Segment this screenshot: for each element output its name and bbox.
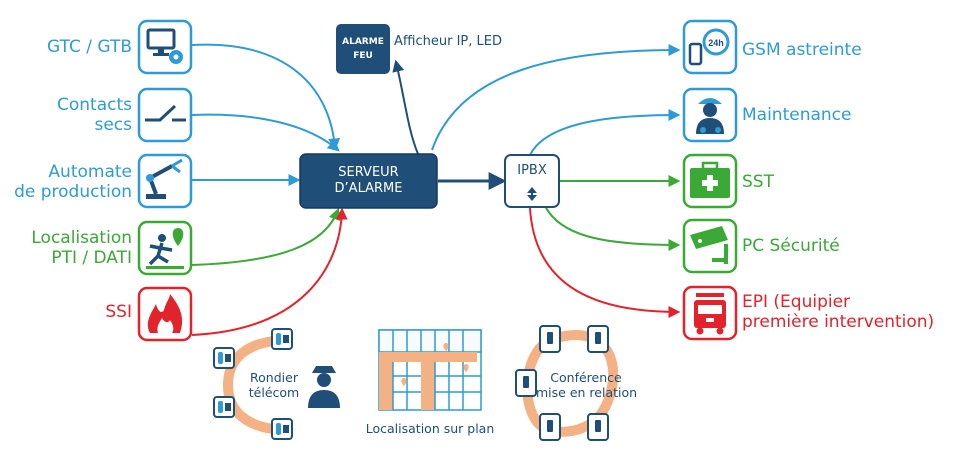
display-screen-line: FEU: [353, 51, 373, 61]
conference-label: Conférence mise en relation: [536, 370, 638, 400]
connector-ipbx-to-pc: [544, 205, 681, 251]
label-sst: SST: [742, 172, 774, 192]
up-down-arrows-icon: [527, 187, 537, 201]
label-line: GTC / GTB: [47, 37, 132, 57]
icon-box-automate: [137, 153, 193, 209]
ipbx-label-text: IPBX: [517, 162, 547, 178]
label-line: Localisation: [31, 228, 132, 248]
icon-box-epi: [682, 285, 738, 341]
conference-label-line: Conférence: [550, 370, 622, 385]
server-label-line: D’ALARME: [334, 181, 403, 196]
mobile-phone-icon: [515, 369, 537, 397]
label-maintenance: Maintenance: [742, 105, 851, 125]
rondier-label-line: Rondier: [250, 370, 298, 385]
label-line: première intervention): [742, 312, 935, 332]
label-pti: Localisation PTI / DATI: [10, 228, 132, 268]
label-line: secs: [94, 115, 132, 135]
desk-phone-icon: [271, 328, 293, 350]
display-screen: ALARME FEU: [336, 24, 390, 74]
display-label: Afficheur IP, LED: [394, 32, 502, 52]
display-label-text: Afficheur IP, LED: [394, 34, 502, 49]
computer-gear-icon: [146, 28, 183, 64]
connector-ipbx-to-epi: [529, 207, 681, 318]
icon-box-pc: [682, 218, 738, 274]
falling-person-icon: [146, 228, 184, 269]
label-line: PC Sécurité: [742, 236, 840, 256]
phone-24h-icon: 24h: [688, 28, 730, 66]
floor-plan-icon: [378, 329, 482, 411]
label-pc-securite: PC Sécurité: [742, 236, 840, 256]
server-label: SERVEUR D’ALARME: [300, 154, 437, 208]
label-line: GSM astreinte: [742, 40, 862, 60]
server-box: [299, 153, 438, 209]
plan-label: Localisation sur plan: [350, 421, 510, 436]
label-line: Contacts: [57, 95, 132, 115]
fire-icon: [147, 294, 183, 333]
mobile-phone-icon: [539, 413, 561, 441]
icon-box-contacts: [137, 87, 193, 143]
display-box: [336, 24, 390, 74]
display-screen-line: ALARME: [342, 37, 384, 47]
label-contacts: Contacts secs: [10, 95, 132, 135]
connector-server-to-gsm: [431, 44, 681, 151]
icon-box-gtc: [137, 19, 193, 75]
icon-box-ssi: [137, 286, 193, 342]
dry-contact-switch-icon: [145, 104, 186, 122]
conference-label-line: mise en relation: [536, 385, 638, 400]
label-gtc: GTC / GTB: [10, 37, 132, 57]
label-line: Maintenance: [742, 105, 852, 125]
label-line: SSI: [105, 302, 132, 322]
mobile-phone-icon: [587, 325, 609, 353]
label-line: Automate: [48, 162, 132, 182]
connector-pti-to-server: [191, 207, 341, 266]
rondier-label-line: télécom: [248, 385, 300, 400]
security-guard-icon: [308, 366, 340, 408]
fire-truck-icon: [694, 293, 726, 335]
label-line: SST: [742, 172, 774, 192]
desk-phone-icon: [213, 396, 235, 418]
label-epi: EPI (Equipier première intervention): [742, 292, 934, 332]
desk-phone-icon: [271, 418, 293, 440]
label-ssi: SSI: [10, 302, 132, 322]
rondier-label: Rondier télécom: [242, 370, 306, 400]
icon-box-gsm: 24h: [682, 19, 738, 75]
desk-phone-icon: [213, 347, 235, 369]
label-automate: Automate de production: [10, 162, 132, 202]
server-label-line: SERVEUR: [338, 165, 399, 180]
label-line: EPI (Equipier: [742, 292, 851, 312]
technician-icon: [696, 98, 724, 134]
robot-arm-icon: [146, 158, 183, 199]
label-line: PTI / DATI: [51, 248, 132, 268]
mobile-phone-icon: [539, 325, 561, 353]
first-aid-kit-icon: [690, 161, 730, 198]
plan-label-text: Localisation sur plan: [365, 421, 495, 436]
connector-ssi-to-server: [191, 207, 348, 336]
ipbx-label: IPBX: [505, 159, 559, 181]
conference-group: [515, 325, 619, 441]
label-gsm: GSM astreinte: [742, 40, 862, 60]
connector-server-to-display: [392, 59, 419, 155]
security-camera-icon: [690, 226, 728, 264]
svg-text:24h: 24h: [708, 38, 724, 48]
icon-box-maintenance: [682, 87, 738, 143]
ipbx-box: [504, 154, 560, 208]
mobile-phone-icon: [587, 413, 609, 441]
rondier-group: [213, 328, 340, 440]
connector-contacts-to-server: [191, 113, 340, 152]
icon-box-sst: [682, 153, 738, 209]
icon-box-pti: [137, 220, 193, 276]
connector-gtc-to-server: [191, 43, 341, 151]
label-line: de production: [14, 182, 132, 202]
connector-ipbx-to-maintenance: [529, 109, 681, 156]
